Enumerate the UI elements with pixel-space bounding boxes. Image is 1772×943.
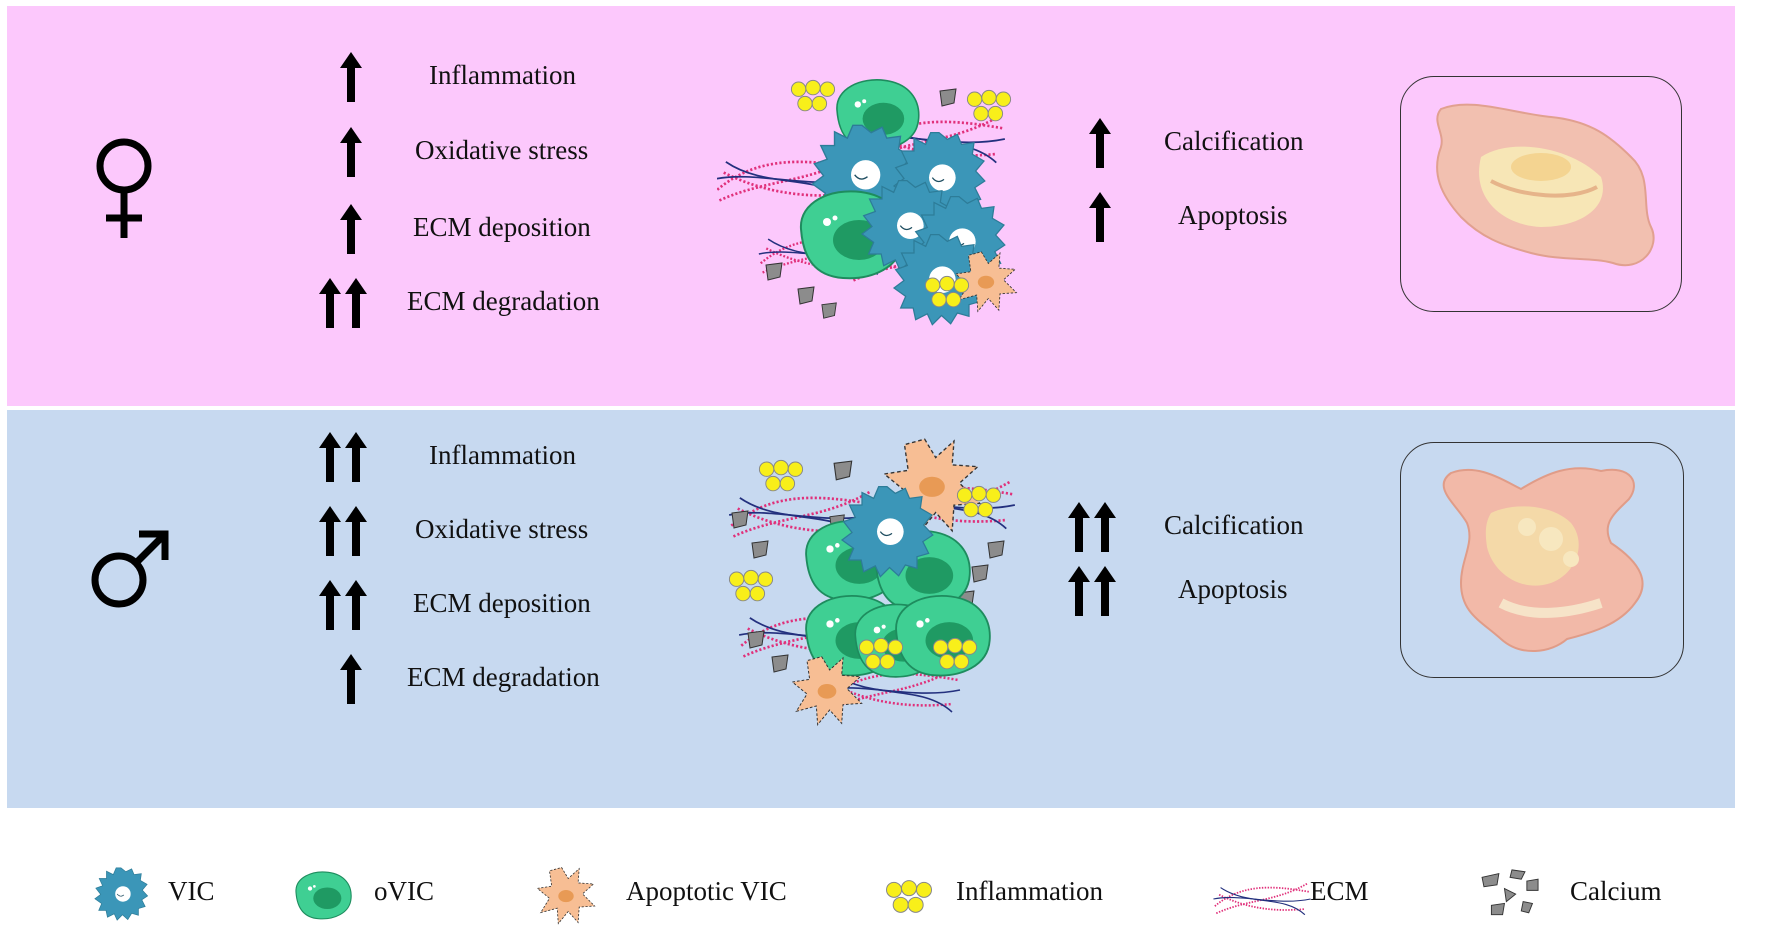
effect-label: ECM degradation — [407, 286, 600, 316]
inflammation-icon — [884, 874, 934, 924]
female-symbol-icon — [79, 126, 169, 251]
effect-label: Inflammation — [429, 440, 576, 470]
ovic-cell-icon — [295, 871, 352, 920]
female-panel: Inflammation Oxidative stress ECM deposi… — [7, 6, 1735, 406]
effect-label: ECM deposition — [413, 212, 591, 242]
female-valve-specimen — [1400, 76, 1682, 312]
effect-label: Oxidative stress — [415, 514, 589, 544]
effect-label: Calcification — [1164, 510, 1304, 540]
double-up-arrow-icon — [313, 580, 373, 630]
legend-label: oVIC — [374, 876, 434, 906]
legend-label: Inflammation — [956, 876, 1103, 906]
male-valve-specimen — [1400, 442, 1684, 678]
effect-label: Calcification — [1164, 126, 1304, 156]
effect-label: ECM deposition — [413, 588, 591, 618]
apoptotic-vic-icon — [536, 867, 596, 925]
double-up-arrow-icon — [313, 432, 373, 482]
female-cell-cluster — [713, 74, 1037, 339]
up-arrow-icon — [1070, 118, 1130, 168]
ecm-fibers-icon — [1212, 874, 1312, 924]
legend: VIC oVIC Apoptotic VIC Inflammation ECM … — [0, 862, 1772, 932]
up-arrow-icon — [1070, 192, 1130, 242]
double-up-arrow-icon — [1062, 502, 1122, 552]
vic-cell-icon — [94, 867, 148, 921]
up-arrow-icon — [321, 204, 381, 254]
double-up-arrow-icon — [313, 506, 373, 556]
double-up-arrow-icon — [313, 278, 373, 328]
effect-label: Apoptosis — [1178, 574, 1288, 604]
effect-label: Inflammation — [429, 60, 576, 90]
legend-label: VIC — [168, 876, 215, 906]
double-up-arrow-icon — [1062, 566, 1122, 616]
up-arrow-icon — [321, 52, 381, 102]
effect-label: Apoptosis — [1178, 200, 1288, 230]
male-symbol-icon — [87, 518, 177, 623]
legend-label: ECM — [1310, 876, 1369, 906]
male-panel: Inflammation Oxidative stress ECM deposi… — [7, 410, 1735, 808]
calcium-fragments-icon — [1478, 868, 1544, 924]
up-arrow-icon — [321, 127, 381, 177]
effect-label: ECM degradation — [407, 662, 600, 692]
legend-label: Calcium — [1570, 876, 1662, 906]
effect-label: Oxidative stress — [415, 135, 589, 165]
male-cell-cluster — [717, 430, 1037, 745]
legend-label: Apoptotic VIC — [626, 876, 787, 906]
up-arrow-icon — [321, 654, 381, 704]
